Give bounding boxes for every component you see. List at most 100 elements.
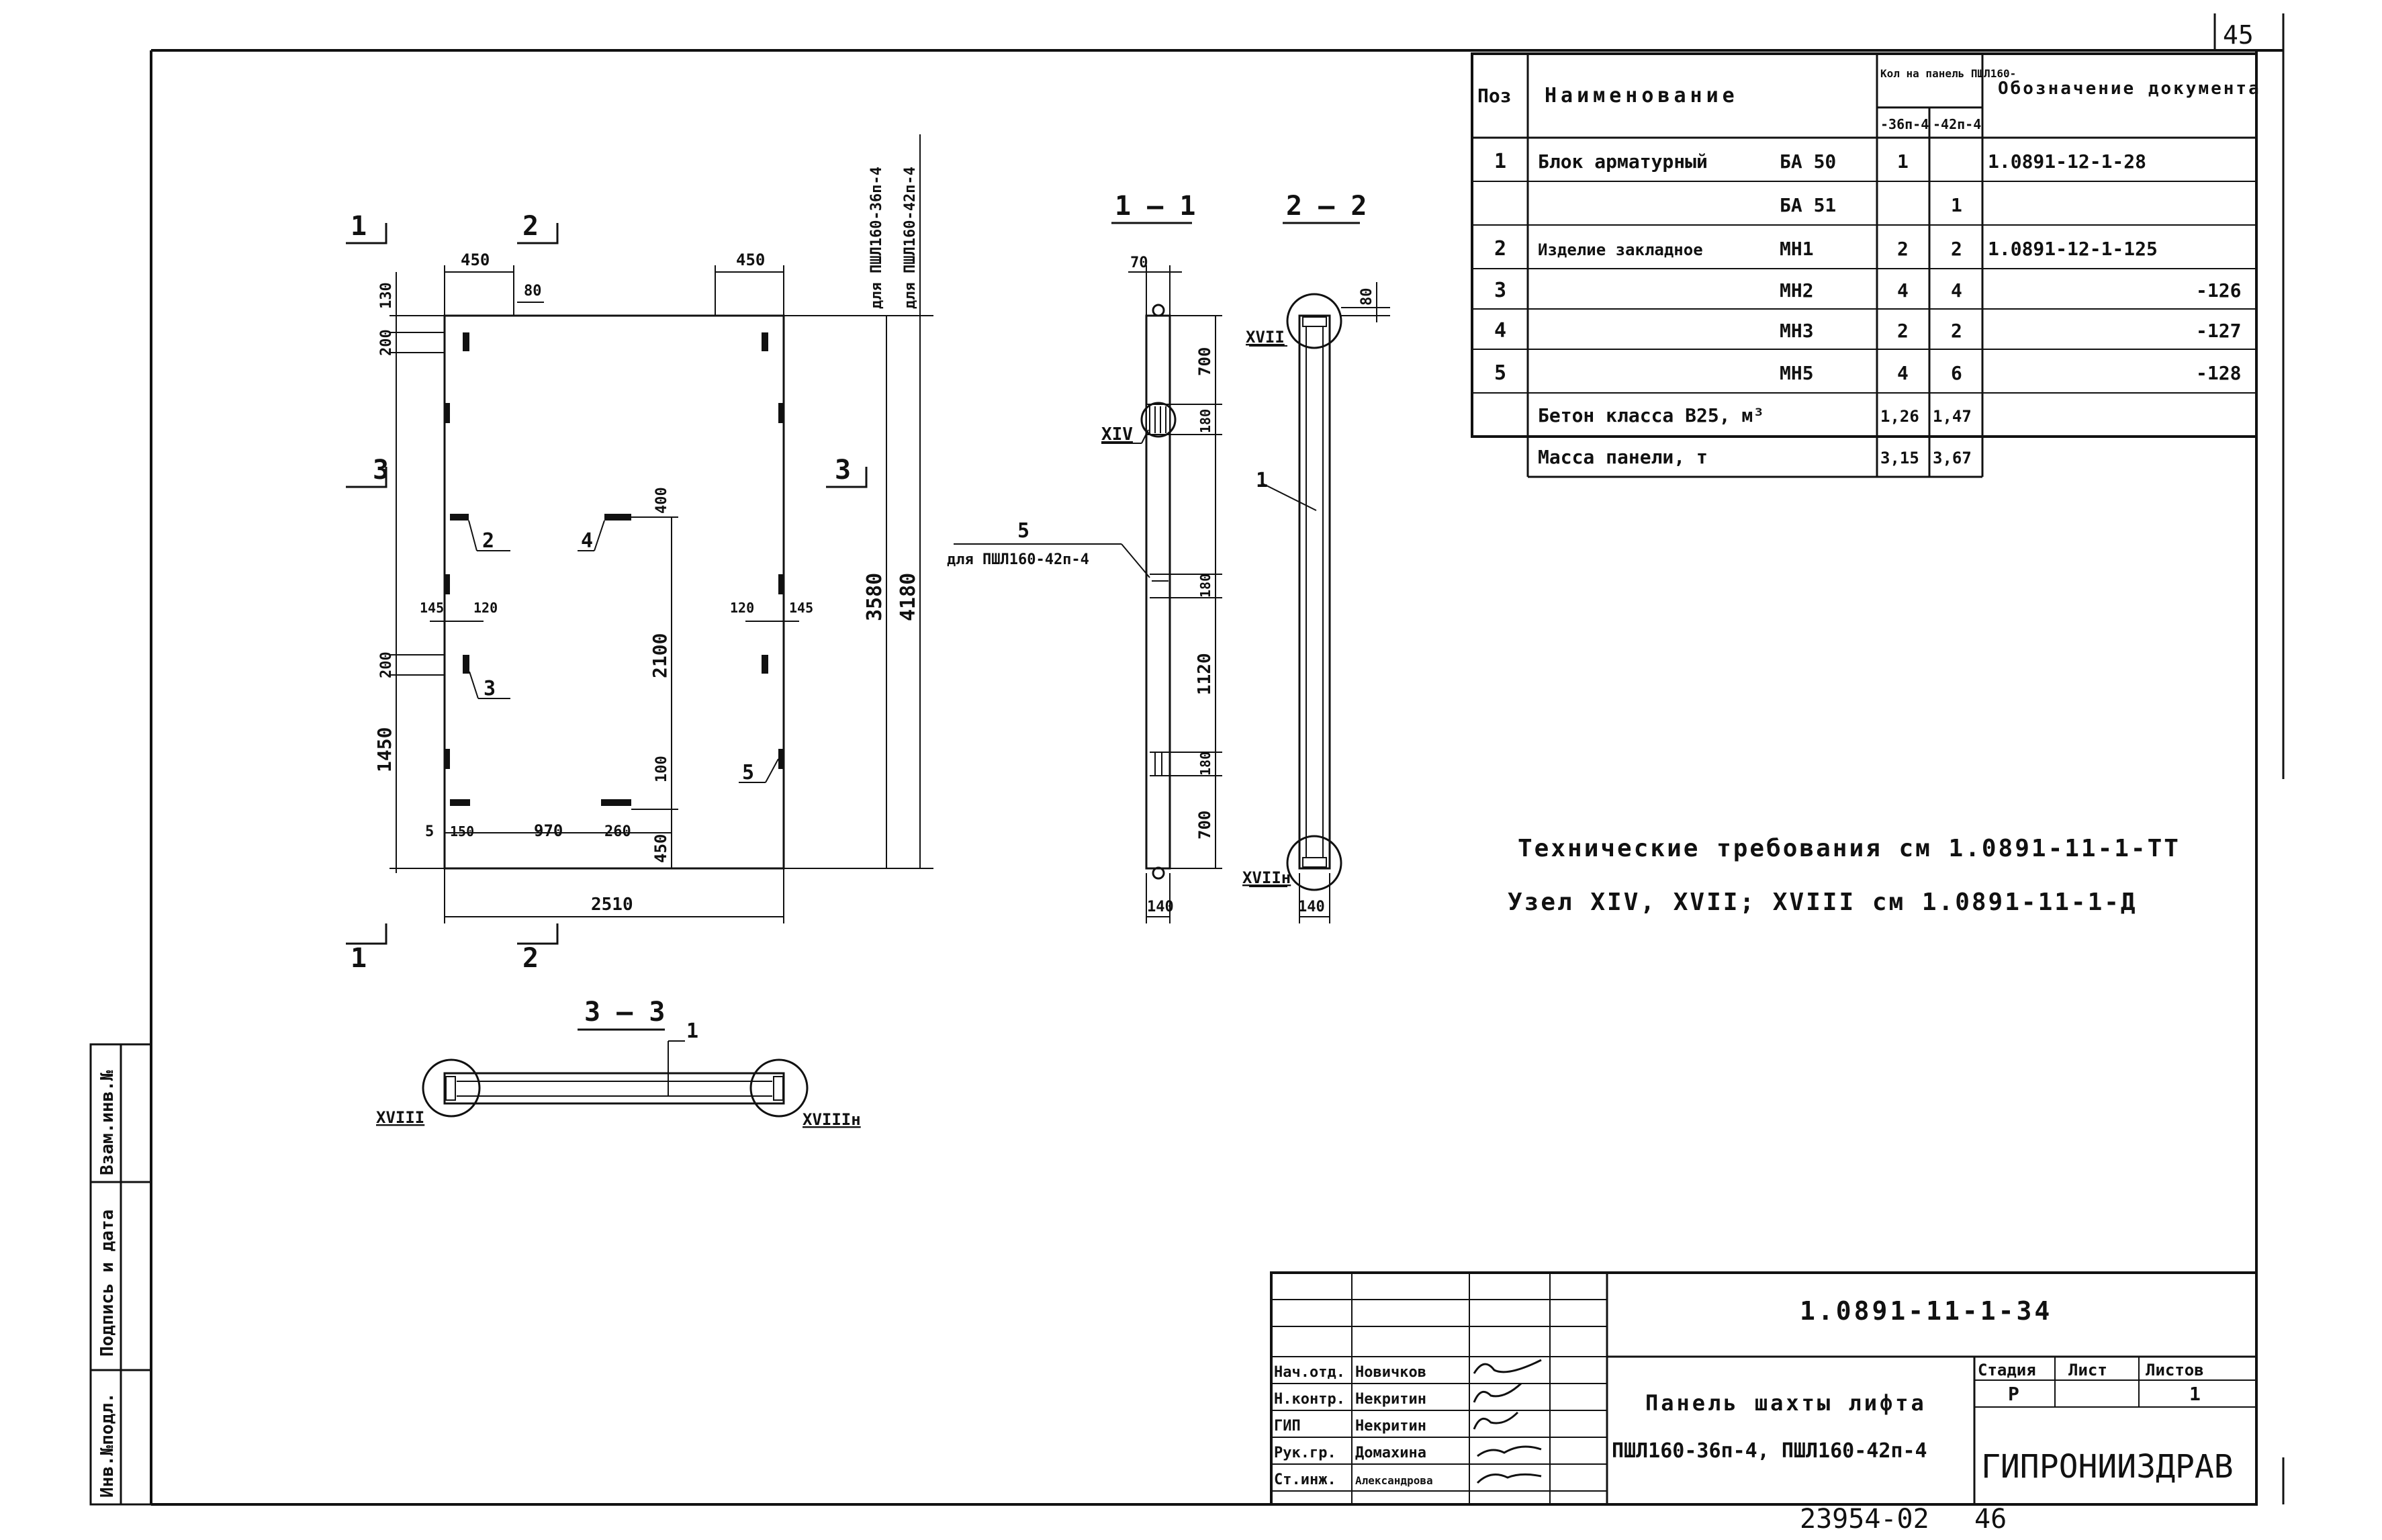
leader-label-5-section: 5 [1017,519,1029,543]
role-label: Рук.гр. [1274,1445,1336,1461]
signer-name: Новичков [1355,1364,1426,1381]
svg-text:5: 5 [1494,361,1506,385]
leader-label-1-plan: 1 [686,1020,698,1043]
table-row: 3 МН2 4 4 -126 [1494,279,2241,302]
svg-text:МН3: МН3 [1780,320,1814,342]
svg-text:2: 2 [1897,320,1909,342]
svg-text:-127: -127 [2196,320,2241,342]
signature-rows: Нач.отд. Новичков Н.контр. Некритин ГИП … [1274,1364,1433,1488]
dim-100: 100 [653,756,670,782]
svg-text:2: 2 [1494,237,1506,261]
bottom-page: 46 [1974,1504,2007,1535]
svg-text:МН2: МН2 [1780,279,1814,302]
cut-label-1-bottom: 1 [351,943,367,974]
svg-text:1.0891-12-1-28: 1.0891-12-1-28 [1988,150,2146,173]
section-2-2-label: 2 — 2 [1286,191,1367,222]
label-for-42: для ПШЛ160-42п-4 [902,167,919,309]
dim-150: 150 [450,823,474,840]
svg-text:МН5: МН5 [1780,362,1814,384]
sec11-dim-140: 140 [1147,899,1174,915]
sheets-value: 1 [2189,1383,2201,1405]
title-line-2: ПШЛ160-36п-4, ПШЛ160-42п-4 [1612,1439,1927,1463]
dim-130: 130 [378,282,395,309]
table-row: 4 МН3 2 2 -127 [1494,319,2241,343]
table-row: БА 51 1 [1780,194,1962,216]
dim-120-left: 120 [473,600,498,616]
elevation-leaders [468,520,779,783]
role-label: ГИП [1274,1418,1301,1435]
svg-text:Бетон класса В25, м³: Бетон класса В25, м³ [1538,404,1764,426]
stage-label: Стадия [1978,1361,2036,1379]
dim-260: 260 [604,823,631,840]
dim-3580: 3580 [863,573,886,621]
svg-text:1: 1 [1494,150,1506,173]
header-qty-b: -42п-4 [1933,116,1981,132]
sheet-frame [150,13,2285,1506]
svg-text:Масса панели, т: Масса панели, т [1538,446,1708,468]
label-for-36: для ПШЛ160-36п-4 [868,167,885,309]
svg-text:3: 3 [1494,279,1506,302]
svg-text:МН1: МН1 [1780,238,1814,260]
signer-name: Некритин [1355,1418,1426,1435]
dim-400: 400 [653,487,670,514]
svg-text:Изделие закладное: Изделие закладное [1538,240,1703,259]
dim-450-bottom: 450 [651,834,670,863]
header-qty-a: -36п-4 [1880,116,1929,132]
table-row: 2 Изделие закладное МН1 2 2 1.0891-12-1-… [1494,237,2158,261]
side-stamp: Взам.инв.№ Подпись и дата Инв.№подл. [89,1043,152,1506]
title-line-1: Панель шахты лифта [1645,1390,1927,1416]
main-elevation: 1 2 3 3 1 2 450 450 80 130 200 400 145 1… [346,134,933,974]
stage-value: Р [2008,1383,2019,1405]
leader-label-2: 2 [482,529,494,553]
leader-label-5: 5 [742,761,754,784]
svg-text:2: 2 [1897,238,1909,260]
node-xvii-label: XVII [1246,328,1285,347]
role-label: Н.контр. [1274,1391,1345,1408]
spec-rows: 1 Блок арматурный БА 50 1 1.0891-12-1-28… [1494,150,2241,468]
svg-text:БА 51: БА 51 [1780,194,1836,216]
svg-text:Блок арматурный: Блок арматурный [1538,150,1708,173]
stamp-inv-orig: Инв.№подл. [97,1392,118,1498]
dim-4180: 4180 [897,573,920,621]
label-for-42-section: для ПШЛ160-42п-4 [947,551,1089,568]
sec11-dim-180-c: 180 [1197,752,1213,776]
sec11-dim-180-a: 180 [1197,409,1213,433]
leader-label-1-section: 1 [1256,469,1268,492]
svg-text:2: 2 [1951,238,1962,260]
table-row: 1 Блок арматурный БА 50 1 1.0891-12-1-28 [1494,150,2146,173]
svg-text:1,47: 1,47 [1933,407,1972,426]
svg-text:3,67: 3,67 [1933,449,1972,467]
sheets-label: Листов [2146,1361,2204,1379]
stamp-sign-date: Подпись и дата [97,1210,118,1357]
dim-80: 80 [524,283,542,300]
elevation-dimensions [390,134,933,923]
header-pos: Поз [1477,85,1512,107]
header-doc: Обозначение документа [1998,79,2261,99]
role-label: Нач.отд. [1274,1364,1345,1381]
section-2-2: 2 — 2 80 140 XVII XVIIн 1 [1242,191,1390,923]
dim-145-left: 145 [420,600,444,616]
dim-450-left: 450 [461,251,490,269]
table-row: Масса панели, т 3,15 3,67 [1538,446,1972,468]
handwritten-signatures [1473,1359,1542,1484]
leader-label-3: 3 [484,677,496,700]
dim-2510: 2510 [591,895,633,915]
sec11-dim-70: 70 [1130,255,1148,271]
node-xviiin-label: XVIIIн [803,1110,861,1129]
cut-label-3-left: 3 [373,455,389,486]
header-name: Наименование [1545,84,1739,107]
dim-200-top: 200 [378,329,395,356]
doc-code: 1.0891-11-1-34 [1800,1296,2052,1326]
dim-1450: 1450 [373,727,396,772]
svg-text:6: 6 [1951,362,1962,384]
node-xiv-label: XIV [1101,424,1133,445]
dim-200-mid: 200 [378,651,395,678]
svg-text:4: 4 [1494,319,1506,343]
svg-text:4: 4 [1951,279,1962,302]
sec22-dim-140: 140 [1298,899,1325,915]
svg-text:1.0891-12-1-125: 1.0891-12-1-125 [1988,238,2158,260]
cut-label-2-top: 2 [522,211,539,242]
svg-text:-128: -128 [2196,362,2241,384]
embedded-parts [445,332,784,806]
